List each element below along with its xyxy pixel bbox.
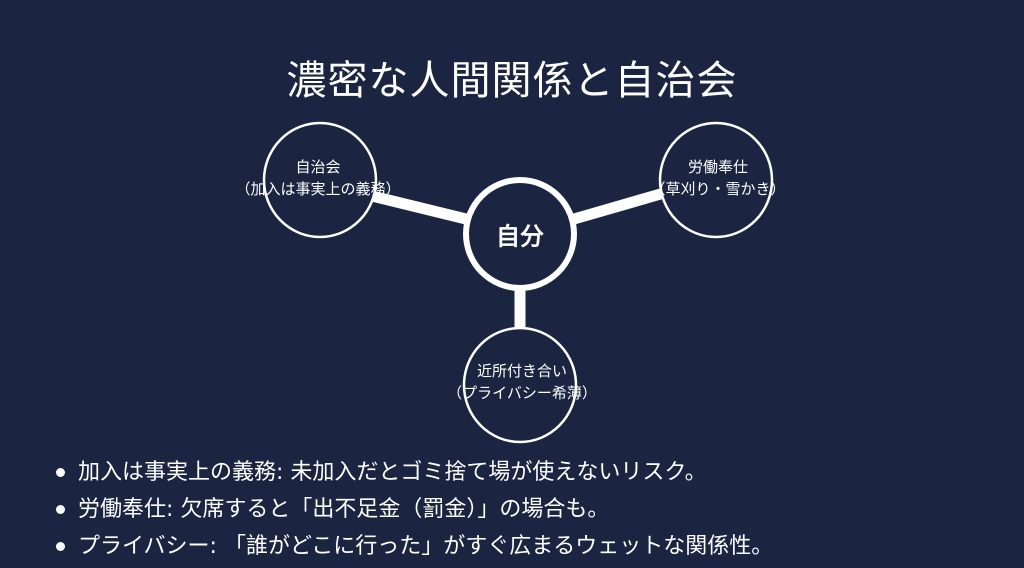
connector-left (370, 190, 468, 225)
node-circle-jichikai (262, 121, 378, 239)
bullet-item: 加入は事実上の義務: 未加入だとゴミ捨て場が使えないリスク。 (52, 454, 773, 491)
bullet-item: プライバシー: 「誰がどこに行った」がすぐ広まるウェットな関係性。 (52, 528, 773, 565)
node-circle-roudou (658, 121, 774, 239)
node-subtitle: （加入は事実上の義務） (235, 180, 401, 198)
connector-right (572, 187, 666, 225)
center-label: 自分 (496, 222, 544, 251)
node-kinjo: 近所付き合い （プライバシー希薄） (447, 360, 597, 404)
node-title: 労働奉仕 (687, 158, 749, 176)
slide-title: 濃密な人間関係と自治会 (286, 58, 738, 104)
node-roudou: 労働奉仕 （草刈り・雪かき） (650, 156, 785, 200)
center-circle (463, 177, 577, 291)
node-circle-kinjo (462, 326, 578, 444)
node-title: 近所付き合い (476, 362, 568, 380)
bullet-item: 労働奉仕: 欠席すると「出不足金（罰金）」の場合も。 (52, 491, 773, 528)
bullet-list: 加入は事実上の義務: 未加入だとゴミ捨て場が使えないリスク。 労働奉仕: 欠席す… (52, 454, 773, 565)
node-jichikai: 自治会 （加入は事実上の義務） (235, 156, 400, 200)
node-subtitle: （草刈り・雪かき） (650, 180, 786, 198)
node-subtitle: （プライバシー希薄） (447, 384, 597, 402)
node-title: 自治会 (295, 158, 341, 176)
